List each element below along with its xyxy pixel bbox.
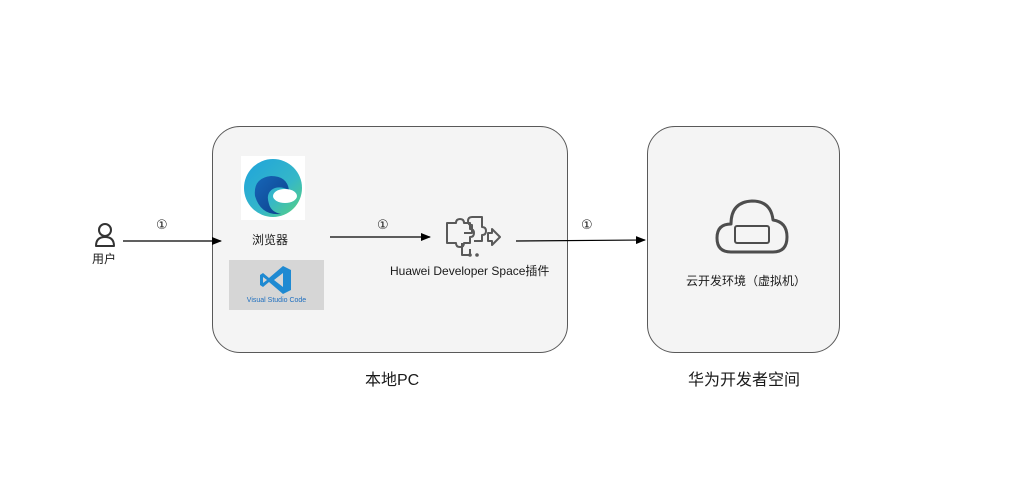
user-icon — [95, 223, 115, 247]
vscode-logo: Visual Studio Code — [229, 260, 324, 310]
cloud-vm-icon — [715, 199, 789, 254]
huawei-space-caption: 华为开发者空间 — [688, 372, 801, 389]
edge-label-3: ① — [581, 218, 593, 233]
huawei-space-group — [647, 126, 840, 353]
puzzle-plugin-icon — [446, 216, 501, 257]
user-label: 用户 — [92, 252, 117, 266]
edge-browser-logo — [241, 156, 305, 220]
arrow-plugin-to-cloud — [515, 236, 646, 245]
browser-label: 浏览器 — [252, 233, 289, 247]
plugin-label: Huawei Developer Space插件 — [390, 264, 550, 278]
edge-label-2: ① — [377, 218, 389, 233]
local-pc-caption: 本地PC — [365, 372, 420, 389]
cloud-label: 云开发环境（虚拟机） — [686, 274, 807, 288]
vscode-text: Visual Studio Code — [246, 297, 307, 304]
edge-label-1: ① — [156, 218, 168, 233]
